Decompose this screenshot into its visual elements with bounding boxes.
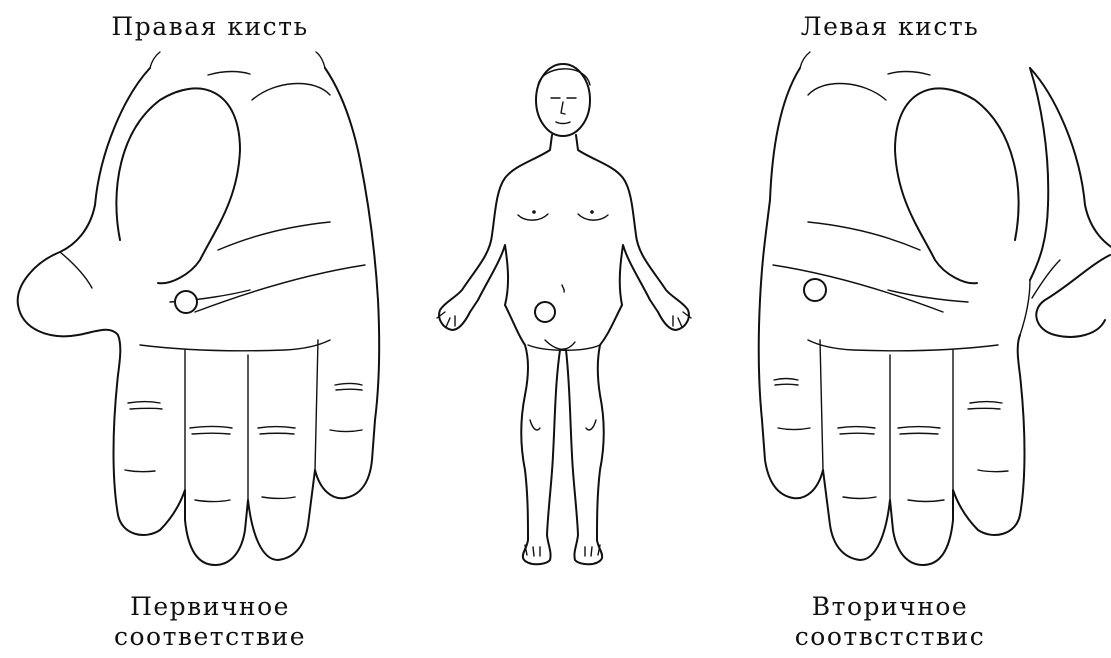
figure-correspondence-point: [535, 302, 555, 322]
left-hand-correspondence-point: [804, 279, 826, 301]
right-hand-palm-icon: [18, 52, 380, 565]
right-hand-crease-lines: [60, 72, 365, 502]
human-figure-icon: [437, 64, 691, 564]
secondary-correspondence-caption: Вторичное соотвстствис: [760, 592, 1020, 652]
primary-caption-line1: Первичное: [80, 592, 340, 622]
primary-caption-line2: соответствие: [80, 622, 340, 652]
secondary-caption-line1: Вторичное: [760, 592, 1020, 622]
right-hand-outline: [18, 52, 380, 565]
secondary-caption-line2: соотвстствис: [760, 622, 1020, 652]
primary-correspondence-caption: Первичное соответствие: [80, 592, 340, 652]
left-hand-palm-icon: [759, 52, 1111, 565]
right-hand-correspondence-point: [175, 291, 197, 313]
